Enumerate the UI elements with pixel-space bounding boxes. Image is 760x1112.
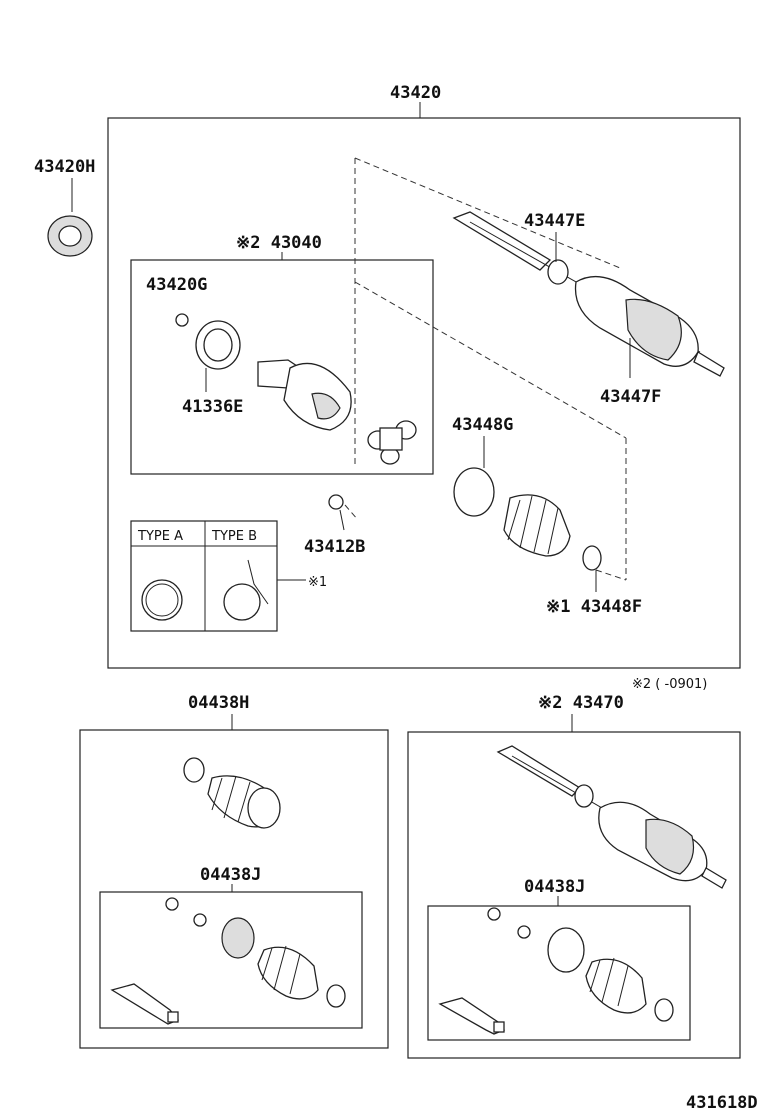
kit-h-boot-icon	[207, 775, 281, 829]
label-43040: ※2 43040	[236, 233, 322, 253]
label-43448G: 43448G	[452, 415, 513, 435]
inner-joint-box	[130, 259, 434, 475]
diagram-code: 431618D	[686, 1093, 758, 1112]
note-1-marker: ※1	[308, 575, 327, 590]
kit-shaft-icon	[496, 745, 727, 889]
bearing-sleeve-icon	[195, 320, 241, 370]
label-41336E: 41336E	[182, 397, 243, 417]
kit-j-left-boot-icon	[257, 945, 319, 1000]
kit-j-right-snap-ring-icon	[487, 907, 501, 921]
kit-j-left-grease-tube-icon	[110, 983, 180, 1025]
boot-kit-j-right-box	[427, 905, 691, 1041]
label-04438J-right: 04438J	[524, 877, 585, 897]
note-2-range: ※2 ( -0901)	[632, 677, 707, 692]
kit-h-small-clamp-icon	[183, 757, 205, 783]
label-43447F: 43447F	[600, 387, 661, 407]
label-04438J-left: 04438J	[200, 865, 261, 885]
type-b-label: TYPE B	[211, 529, 257, 544]
cv-boot-icon	[503, 494, 571, 557]
kit-j-right-clamp-icon	[547, 927, 585, 973]
kit-j-left-clamp-icon	[221, 917, 255, 959]
main-assembly-box	[107, 117, 741, 669]
clamp-type-b-icon	[223, 559, 269, 621]
label-43420H: 43420H	[34, 157, 95, 177]
kit-j-left-circlip-icon	[193, 913, 207, 927]
kit-j-right-boot-icon	[585, 957, 647, 1014]
kit-j-left-snap-ring-icon	[165, 897, 179, 911]
shaft-assy-2-box	[407, 731, 741, 1059]
kit-j-right-circlip-icon	[517, 925, 531, 939]
snap-ring-icon	[175, 313, 189, 327]
bearing-ring-icon	[47, 215, 93, 257]
label-43470: ※2 43470	[538, 693, 624, 713]
kit-j-right-grease-tube-icon	[438, 997, 506, 1035]
label-43448F: ※1 43448F	[546, 597, 642, 617]
boot-clamp-ring-icon	[453, 467, 495, 517]
clamp-type-a-icon	[141, 579, 183, 621]
label-43412B: 43412B	[304, 537, 365, 557]
boot-kit-j-left-box	[99, 891, 363, 1029]
clamp-type-table	[130, 520, 278, 632]
type-a-label: TYPE A	[137, 529, 183, 544]
boot-kit-h-box	[79, 729, 389, 1049]
circlip-icon	[328, 494, 344, 510]
drive-shaft-icon	[452, 211, 725, 377]
tripod-joint-icon	[367, 420, 417, 465]
label-43420G: 43420G	[146, 275, 207, 295]
joint-housing-icon	[257, 359, 352, 431]
kit-j-right-small-clamp-icon	[654, 998, 674, 1022]
label-04438H: 04438H	[188, 693, 249, 713]
label-43420: 43420	[390, 83, 441, 103]
kit-j-left-small-clamp-icon	[326, 984, 346, 1008]
small-clamp-icon	[582, 545, 602, 571]
label-43447E: 43447E	[524, 211, 585, 231]
